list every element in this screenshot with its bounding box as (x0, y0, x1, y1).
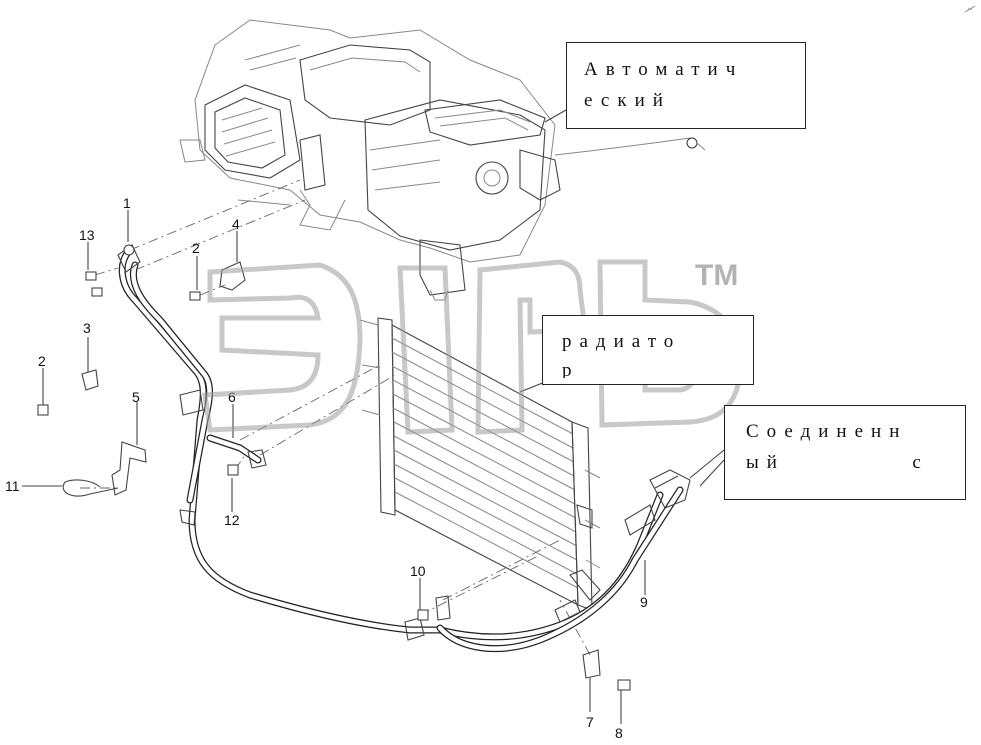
bolt-12 (227, 464, 239, 476)
part-number-2: 2 (192, 240, 200, 256)
bolt-2a (189, 291, 201, 301)
bolt-8 (617, 679, 631, 691)
label-box-radiator (542, 315, 754, 385)
part-number-10: 10 (410, 563, 426, 579)
part-number-9: 9 (640, 594, 648, 610)
label-box-connected (724, 405, 966, 500)
part-number-7: 7 (586, 714, 594, 730)
label-automatic-line2: еский (584, 90, 671, 111)
bolt-10 (417, 609, 429, 621)
bolt-13b (91, 287, 103, 297)
label-radiator-line2: р (562, 360, 580, 378)
part-number-6: 6 (228, 389, 236, 405)
watermark-tm: TM (695, 259, 738, 292)
pad-3 (81, 369, 99, 391)
condenser (359, 317, 601, 611)
label-connected-line1: Соединенн (746, 421, 908, 442)
part-number-11: 11 (5, 478, 20, 494)
part-number-4: 4 (232, 216, 240, 232)
part-number-13: 13 (79, 227, 95, 243)
clamp-4 (219, 261, 246, 291)
bracket-10 (435, 595, 451, 621)
corner-mark (964, 5, 976, 13)
part-number-3: 3 (83, 320, 91, 336)
part-number-8: 8 (615, 725, 623, 741)
bolt-13a (85, 271, 97, 281)
callout-lines (22, 109, 725, 724)
small-parts (37, 261, 631, 691)
part-number-5: 5 (132, 389, 140, 405)
part-number-1: 1 (123, 195, 131, 211)
part-numbers: 1 2 4 13 3 2 5 6 11 12 10 9 7 8 (5, 195, 648, 741)
bracket-5 (111, 441, 147, 496)
bolt-2b (37, 404, 49, 416)
tie-11 (62, 479, 119, 497)
part-number-2-lower: 2 (38, 353, 46, 369)
clip-7 (582, 649, 601, 679)
label-automatic-line1: Автоматич (584, 59, 744, 80)
pipe-assembly (117, 244, 691, 653)
part-number-12: 12 (224, 512, 240, 528)
label-radiator-line1: радиато (562, 331, 682, 352)
label-connected-line2: ый с (746, 452, 929, 473)
label-box-automatic (566, 42, 806, 129)
